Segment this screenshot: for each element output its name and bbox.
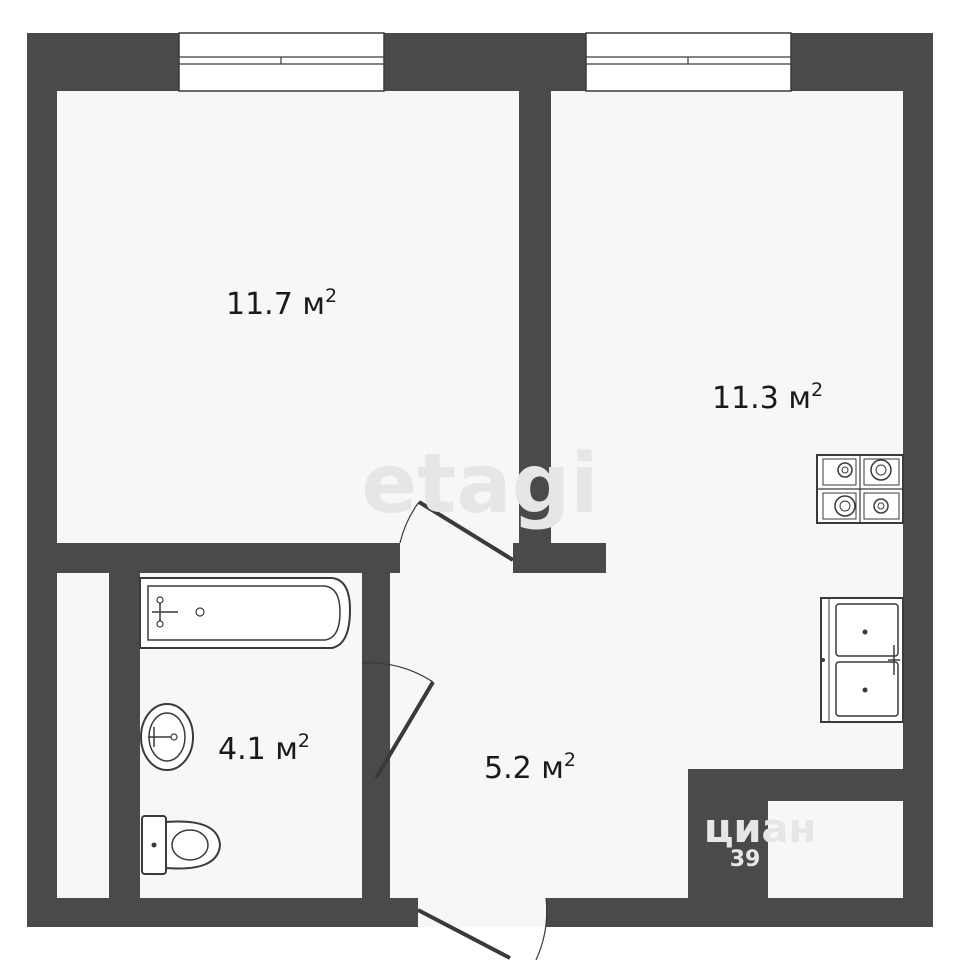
watermark-corner-brand: циан: [704, 806, 816, 852]
kitchen-sink-icon: [820, 597, 904, 723]
toilet-icon: [141, 815, 222, 875]
wall-utility-divider: [738, 801, 768, 898]
hallway-area-unit-sup: 2: [564, 749, 576, 771]
door-icon: [417, 897, 548, 960]
room-right-area-label: 11.3 м2: [712, 379, 823, 416]
room-right-area-unit-sup: 2: [811, 379, 823, 401]
bathroom-area-unit-sup: 2: [298, 730, 310, 752]
watermark-corner-digits: 39: [730, 847, 761, 872]
room-left-area-label: 11.7 м2: [226, 285, 337, 322]
hallway-area: 5.2 м: [484, 751, 564, 786]
wall-bathroom-lower: [362, 778, 390, 898]
sink-icon: [140, 703, 194, 771]
wall-kitchen-bottom: [688, 769, 903, 801]
door-icon: [361, 662, 435, 780]
window-icon: [585, 32, 792, 92]
room-left-area: 11.7 м: [226, 287, 325, 322]
entrance-gap: [418, 896, 546, 927]
bathtub-icon: [139, 577, 352, 649]
room-left-floor: [57, 91, 519, 543]
hallway-floor: [390, 543, 903, 769]
wall-partition-vertical: [519, 91, 551, 544]
hallway-area-label: 5.2 м2: [484, 749, 576, 786]
bathroom-area: 4.1 м: [218, 732, 298, 767]
hallway-floor-lower: [390, 769, 688, 898]
window-icon: [178, 32, 385, 92]
closet-floor: [57, 573, 109, 898]
bathroom-area-label: 4.1 м2: [218, 730, 310, 767]
wall-bathroom-upper: [362, 573, 390, 663]
utility-floor: [768, 801, 903, 898]
wall-partition-stub: [513, 543, 606, 573]
stove-icon: [816, 454, 904, 524]
wall-closet-divider: [109, 573, 140, 898]
watermark-brand: etagi: [362, 437, 599, 532]
wall-horizontal-left: [57, 543, 400, 573]
door-icon: [399, 500, 515, 562]
room-left-area-unit-sup: 2: [325, 285, 337, 307]
room-right-area: 11.3 м: [712, 381, 811, 416]
